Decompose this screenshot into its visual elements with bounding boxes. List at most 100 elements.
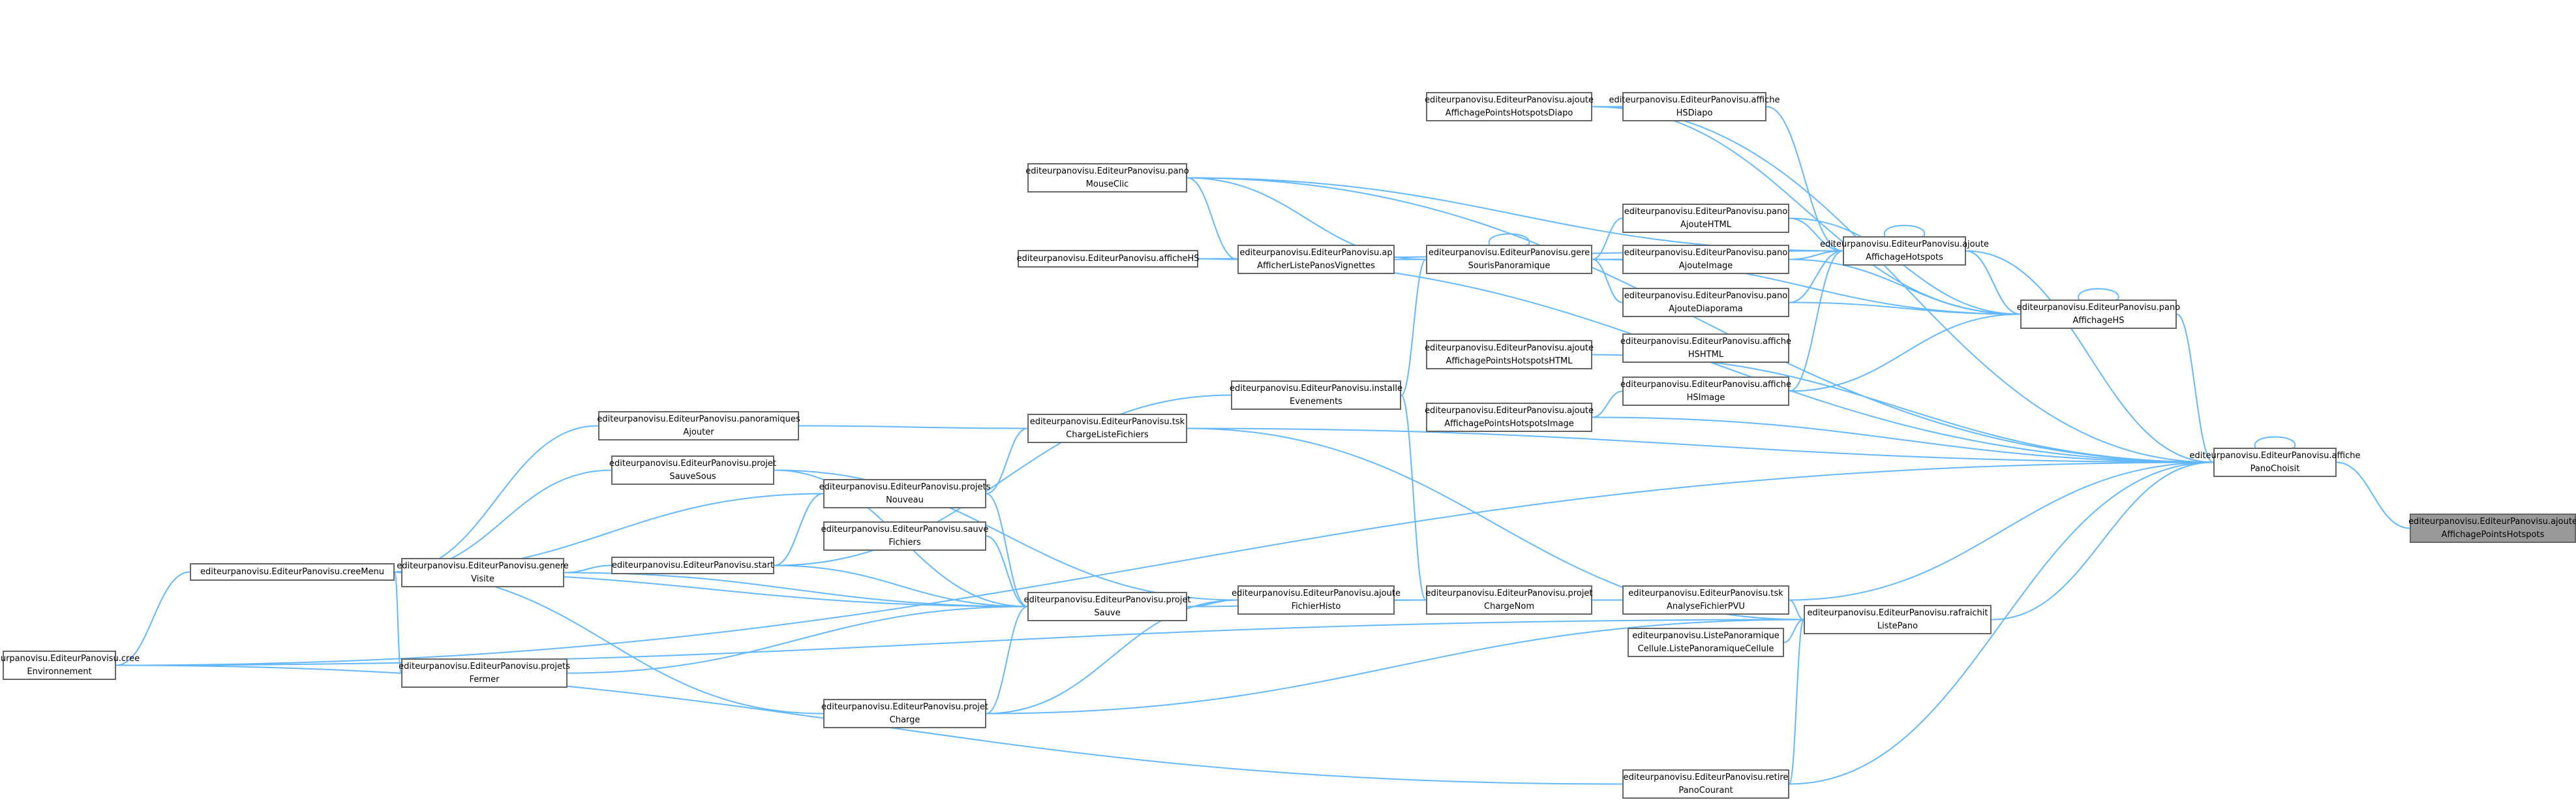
edge-panoAffichageHS-to-panoAjouteHTML bbox=[1783, 216, 2021, 315]
node-label-line2: AffichageHS bbox=[2072, 315, 2125, 326]
node-label-line1: editeurpanovisu.EditeurPanovisu.cree bbox=[0, 653, 140, 664]
node-projets-fermer[interactable]: editeurpanovisu.EditeurPanovisu.projets … bbox=[399, 658, 570, 688]
node-projet-sauve[interactable]: editeurpanovisu.EditeurPanovisu.projet S… bbox=[1024, 592, 1191, 621]
edge-affichePanoChoisit-to-affichePanoChoisit bbox=[2254, 436, 2297, 454]
edge-affichePanoChoisit-to-panoAffichageHS bbox=[2170, 312, 2214, 463]
node-projet-sauve-sous[interactable]: editeurpanovisu.EditeurPanovisu.projet S… bbox=[609, 455, 776, 485]
node-label-line2: SourisPanoramique bbox=[1468, 260, 1551, 271]
node-gere-souris-panoramique[interactable]: editeurpanovisu.EditeurPanovisu.gere Sou… bbox=[1426, 245, 1592, 274]
edge-rafraichitListePano-to-creeEnvironnement bbox=[110, 619, 1804, 668]
node-affiche-hs-html[interactable]: editeurpanovisu.EditeurPanovisu.affiche … bbox=[1620, 333, 1791, 363]
node-pano-mouse-clic[interactable]: editeurpanovisu.EditeurPanovisu.pano Mou… bbox=[1025, 163, 1189, 193]
node-label-line1: editeurpanovisu.EditeurPanovisu.ajoute bbox=[2408, 516, 2576, 527]
node-ajoute-affichage-hotspots[interactable]: editeurpanovisu.EditeurPanovisu.ajoute A… bbox=[1820, 236, 1989, 266]
node-label-line1: editeurpanovisu.EditeurPanovisu.pano bbox=[1624, 290, 1788, 301]
node-label-line1: editeurpanovisu.EditeurPanovisu.pano bbox=[1025, 166, 1189, 176]
edge-panoAjouteHTML-to-gereSourisPanoramique bbox=[1586, 217, 1623, 262]
node-label-line1: editeurpanovisu.EditeurPanovisu.affiche bbox=[1620, 336, 1791, 347]
edge-installeEvenements-to-start bbox=[768, 394, 1232, 568]
node-label-line2: Charge bbox=[889, 715, 920, 725]
node-ajoute-affichage-points-hotspots-diapo[interactable]: editeurpanovisu.EditeurPanovisu.ajoute A… bbox=[1425, 92, 1594, 121]
node-label-line2: SauveSous bbox=[669, 471, 716, 482]
node-label-line1: editeurpanovisu.EditeurPanovisu.affiche bbox=[1609, 95, 1780, 105]
edge-panoAffichageHS-to-panoAffichageHS bbox=[2078, 288, 2121, 306]
node-cree-menu[interactable]: editeurpanovisu.EditeurPanovisu.creeMenu bbox=[190, 563, 395, 581]
node-label-line2: Visite bbox=[471, 574, 494, 584]
node-label-line1: editeurpanovisu.EditeurPanovisu.tsk bbox=[1628, 588, 1783, 598]
edge-ajouteAffichageHotspots-to-panoAjouteImage bbox=[1783, 250, 1843, 262]
node-ajoute-affichage-points-hotspots-html[interactable]: editeurpanovisu.EditeurPanovisu.ajoute A… bbox=[1425, 340, 1594, 369]
edge-affichePanoChoisit-to-creeEnvironnement bbox=[110, 461, 2214, 668]
node-label-line1: editeurpanovisu.EditeurPanovisu.pano bbox=[2016, 302, 2181, 313]
edge-projetSauve-to-projetsNouveau bbox=[980, 491, 1028, 608]
node-tsk-charge-liste-fichiers[interactable]: editeurpanovisu.EditeurPanovisu.tsk Char… bbox=[1027, 414, 1187, 443]
node-pano-ajoute-diaporama[interactable]: editeurpanovisu.EditeurPanovisu.pano Ajo… bbox=[1622, 288, 1789, 317]
node-ap-afficher-liste-panos-vignettes[interactable]: editeurpanovisu.EditeurPanovisu.ap Affic… bbox=[1237, 245, 1395, 274]
node-label-line1: editeurpanovisu.EditeurPanovisu.affiche bbox=[2189, 450, 2361, 461]
edge-panoAffichageHS-to-ajouteAffichageHotspots bbox=[1960, 249, 2021, 315]
edge-projetSauve-to-projetsFermer bbox=[561, 606, 1028, 675]
edge-ajouteAffichageHotspots-to-afficheHSDiapo bbox=[1760, 104, 1843, 252]
node-projet-charge[interactable]: editeurpanovisu.EditeurPanovisu.projet C… bbox=[821, 699, 988, 728]
node-label-line2: ChargeNom bbox=[1484, 601, 1534, 611]
node-affiche-hs[interactable]: editeurpanovisu.EditeurPanovisu.afficheH… bbox=[1016, 250, 1200, 268]
node-label-line2: AjouteHTML bbox=[1680, 219, 1731, 230]
node-pano-affichage-hs[interactable]: editeurpanovisu.EditeurPanovisu.pano Aff… bbox=[2016, 300, 2181, 329]
node-label-line1: editeurpanovisu.EditeurPanovisu.projets bbox=[819, 482, 991, 492]
edge-tskChargeListeFichiers-to-projetsNouveau bbox=[980, 427, 1028, 496]
edge-affichePanoChoisit-to-panoMouseClic bbox=[1181, 176, 2214, 463]
node-retire-pano-courant[interactable]: editeurpanovisu.EditeurPanovisu.retire P… bbox=[1622, 769, 1789, 799]
edge-projetSauve-to-genereVisite bbox=[558, 570, 1028, 608]
node-label-line1: editeurpanovisu.ListePanoramique bbox=[1632, 630, 1780, 641]
node-label-line1: editeurpanovisu.EditeurPanovisu.projet bbox=[609, 458, 776, 469]
node-pano-ajoute-image[interactable]: editeurpanovisu.EditeurPanovisu.pano Ajo… bbox=[1622, 245, 1789, 274]
node-label-line1: editeurpanovisu.EditeurPanovisu.ajoute bbox=[1425, 95, 1594, 105]
edge-ajouteFichierHisto-to-projetCharge bbox=[980, 599, 1238, 716]
edge-affichePanoChoisit-to-ajouteAffichagePointsHotspotsHTML bbox=[1586, 352, 2214, 463]
edge-affichePanoChoisit-to-ajouteAffichageHotspots bbox=[1960, 249, 2214, 463]
node-pano-ajoute-html[interactable]: editeurpanovisu.EditeurPanovisu.pano Ajo… bbox=[1622, 204, 1789, 233]
node-label-line1: editeurpanovisu.EditeurPanovisu.gere bbox=[1428, 247, 1590, 258]
node-label-line1: editeurpanovisu.EditeurPanovisu.panorami… bbox=[597, 414, 800, 424]
node-label-line1: editeurpanovisu.EditeurPanovisu.afficheH… bbox=[1016, 253, 1200, 264]
node-ajoute-fichier-histo[interactable]: editeurpanovisu.EditeurPanovisu.ajoute F… bbox=[1232, 585, 1401, 615]
node-start[interactable]: editeurpanovisu.EditeurPanovisu.start bbox=[611, 557, 774, 574]
node-label-line1: editeurpanovisu.EditeurPanovisu.projet bbox=[1023, 594, 1191, 605]
node-label-line2: Nouveau bbox=[886, 495, 924, 505]
node-cree-environnement[interactable]: editeurpanovisu.EditeurPanovisu.cree Env… bbox=[0, 651, 140, 680]
node-projets-nouveau[interactable]: editeurpanovisu.EditeurPanovisu.projets … bbox=[819, 479, 990, 508]
node-projet-charge-nom[interactable]: editeurpanovisu.EditeurPanovisu.projet C… bbox=[1426, 585, 1593, 615]
node-panoramiques-ajouter[interactable]: editeurpanovisu.EditeurPanovisu.panorami… bbox=[597, 411, 800, 440]
node-label-line1: editeurpanovisu.EditeurPanovisu.projets bbox=[399, 661, 570, 671]
node-ajoute-affichage-points-hotspots-image[interactable]: editeurpanovisu.EditeurPanovisu.ajoute A… bbox=[1425, 403, 1594, 432]
node-label-line2: Sauve bbox=[1094, 608, 1121, 618]
node-label-line2: Cellule.ListePanoramiqueCellule bbox=[1637, 643, 1774, 654]
node-tsk-analyse-fichier-pvu[interactable]: editeurpanovisu.EditeurPanovisu.tsk Anal… bbox=[1622, 585, 1789, 615]
edge-ajouteAffichageHotspots-to-panoAjouteDiaporama bbox=[1783, 250, 1843, 305]
edge-affichePanoChoisit-to-rafraichitListePano bbox=[1985, 461, 2214, 622]
node-affiche-hs-diapo[interactable]: editeurpanovisu.EditeurPanovisu.affiche … bbox=[1609, 92, 1780, 121]
node-genere-visite[interactable]: editeurpanovisu.EditeurPanovisu.genere V… bbox=[397, 558, 569, 587]
node-label-line2: AjouteDiaporama bbox=[1669, 303, 1743, 314]
node-label-line1: editeurpanovisu.EditeurPanovisu.ajoute bbox=[1425, 343, 1594, 353]
node-affiche-hs-image[interactable]: editeurpanovisu.EditeurPanovisu.affiche … bbox=[1620, 377, 1791, 406]
node-label-line1: editeurpanovisu.EditeurPanovisu.installe bbox=[1230, 383, 1402, 393]
node-label-line1: editeurpanovisu.EditeurPanovisu.rafraich… bbox=[1807, 608, 1988, 618]
node-sauve-fichiers[interactable]: editeurpanovisu.EditeurPanovisu.sauve Fi… bbox=[821, 521, 988, 551]
node-rafraichit-liste-pano[interactable]: editeurpanovisu.EditeurPanovisu.rafraich… bbox=[1804, 605, 1992, 634]
node-label-line1: editeurpanovisu.EditeurPanovisu.pano bbox=[1624, 247, 1788, 258]
edge-projetSauve-to-projetCharge bbox=[980, 606, 1028, 716]
node-affiche-pano-choisit[interactable]: editeurpanovisu.EditeurPanovisu.affiche … bbox=[2190, 448, 2360, 477]
node-ajoute-affichage-points-hotspots[interactable]: editeurpanovisu.EditeurPanovisu.ajoute A… bbox=[2408, 514, 2576, 543]
edge-affichePanoChoisit-to-tskAnalyseFichierPVU bbox=[1783, 461, 2214, 602]
node-label-line2: Evenements bbox=[1290, 396, 1342, 407]
edge-panoramiquesAjouter-to-creeMenu bbox=[388, 425, 599, 574]
edge-rafraichitListePano-to-projetCharge bbox=[980, 619, 1804, 716]
node-label-line2: ListePano bbox=[1877, 621, 1918, 631]
node-liste-panoramique-cellule[interactable]: editeurpanovisu.ListePanoramique Cellule… bbox=[1628, 628, 1784, 657]
node-label-line2: AnalyseFichierPVU bbox=[1667, 601, 1745, 611]
edge-projetChargeNom-to-installeEvenements bbox=[1395, 393, 1427, 601]
edge-projetCharge-to-creeMenu bbox=[388, 570, 824, 715]
node-installe-evenements[interactable]: editeurpanovisu.EditeurPanovisu.installe… bbox=[1230, 380, 1402, 410]
edge-projetSauveSous-to-creeMenu bbox=[388, 469, 612, 574]
